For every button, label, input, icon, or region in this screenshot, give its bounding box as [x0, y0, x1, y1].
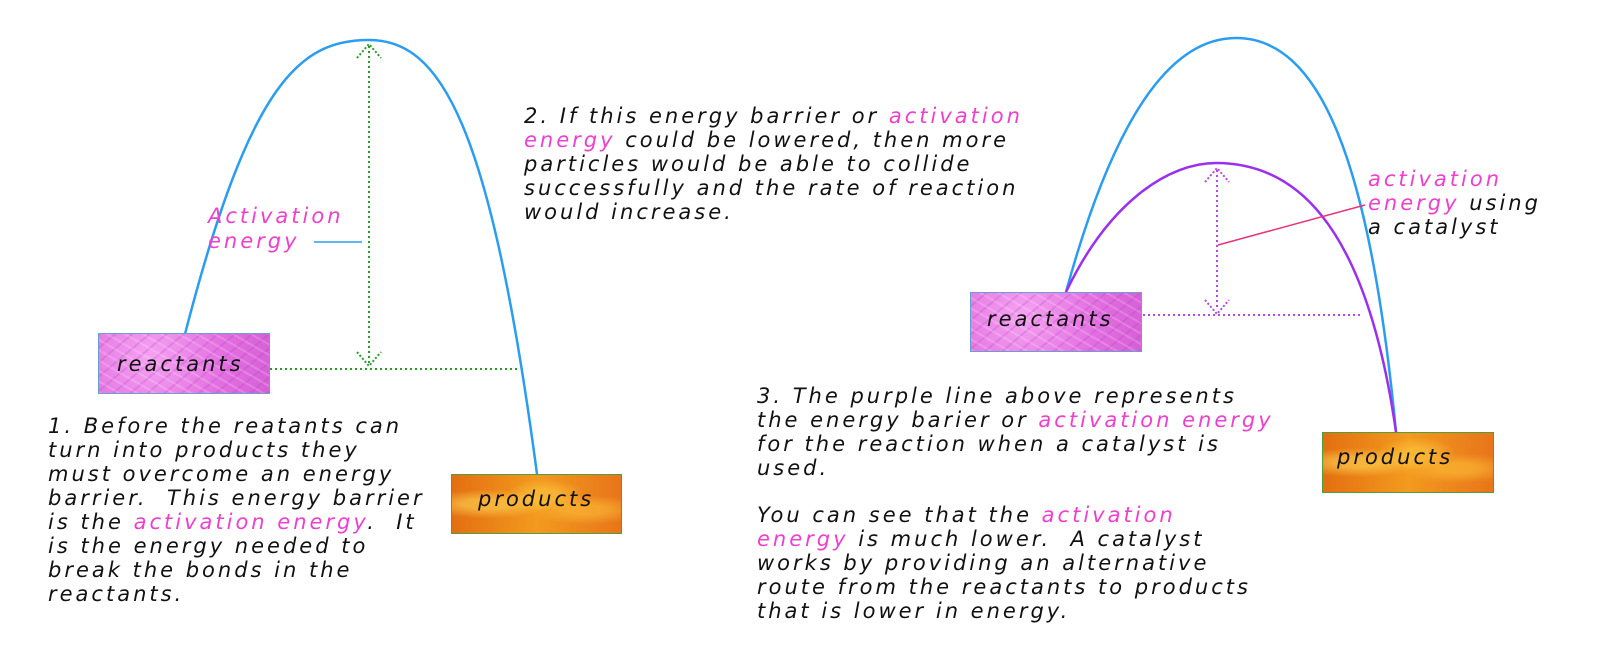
block1-line1: 1. Before the reatants can: [48, 414, 403, 438]
block4-line1-highlight: activation: [1041, 503, 1176, 527]
block4-line1: You can see that the activation: [757, 503, 1176, 527]
block2-line5: would increase.: [524, 200, 734, 224]
block2-line2: energy could be lowered, then more: [524, 128, 1009, 152]
right-products-label: products: [1337, 445, 1454, 469]
catalyst-label-pink-2: energy: [1368, 191, 1460, 215]
block1-line8: reactants.: [48, 582, 185, 606]
catalyst-label-line3: a catalyst: [1368, 215, 1501, 239]
catalyst-label-pink-1: activation: [1368, 167, 1503, 191]
catalyst-label-line1: activation: [1368, 167, 1502, 191]
block4-line2-highlight: energy: [757, 527, 849, 551]
block2-line1-highlight: activation: [888, 104, 1023, 128]
block2-line4: successfully and the rate of reaction: [524, 176, 1019, 200]
block2-line2-highlight: energy: [524, 128, 616, 152]
block4-line1-pre: You can see that the: [757, 503, 1042, 527]
block2-line2-post: could be lowered, then more: [615, 128, 1010, 152]
block1-line7: break the bonds in the: [48, 558, 353, 582]
block2-line3: particles would be able to collide: [524, 152, 973, 176]
block4-line4: route from the reactants to products: [757, 575, 1251, 599]
block1-line4: barrier. This energy barrier: [48, 486, 425, 510]
block1-line3: must overcome an energy: [48, 462, 395, 486]
block1-line6: is the energy needed to: [48, 534, 369, 558]
block2-line1-pre: 2. If this energy barrier or: [524, 104, 889, 128]
catalyst-label-rest-2: using: [1459, 191, 1541, 215]
catalyst-label-line2: energy using: [1368, 191, 1541, 215]
block3-line2-pre: the energy barier or: [757, 408, 1039, 432]
block4-line2-post: is much lower. A catalyst: [848, 527, 1205, 551]
left-reactants-label: reactants: [117, 352, 244, 376]
block4-line5: that is lower in energy.: [757, 599, 1071, 623]
block2-line1: 2. If this energy barrier or activation: [524, 104, 1023, 128]
left-activation-label-line1: Activation: [208, 204, 344, 228]
block1-line5-highlight: activation energy: [133, 510, 368, 534]
right-uncatalysed-curve: [1064, 36, 1398, 433]
block3-line2-highlight: activation energy: [1038, 408, 1274, 432]
left-arrow-head-bottom: [356, 351, 382, 368]
block3-line1: 3. The purple line above represents: [757, 384, 1237, 408]
block4-line2: energy is much lower. A catalyst: [757, 527, 1204, 551]
left-reactants-box: reactants: [98, 333, 270, 394]
left-products-box: products: [451, 474, 622, 534]
right-products-box: products: [1322, 432, 1494, 493]
left-activation-label-line2: energy: [208, 229, 300, 253]
block1-line2: turn into products they: [48, 438, 360, 462]
left-energy-curve: [183, 38, 539, 475]
right-leader-line: [1217, 204, 1366, 246]
block4-line3: works by providing an alternative: [757, 551, 1210, 575]
left-products-label: products: [478, 487, 595, 511]
block3-line2: the energy barier or activation energy: [757, 408, 1274, 432]
block3-line3: for the reaction when a catalyst is: [757, 432, 1221, 456]
right-reactants-box: reactants: [970, 292, 1142, 352]
right-catalysed-curve: [1064, 161, 1398, 433]
right-reactants-label: reactants: [987, 307, 1114, 331]
block1-line5-post: . It: [367, 510, 417, 534]
block1-line5-pre: is the: [48, 510, 134, 534]
block1-line5: is the activation energy. It: [48, 510, 417, 534]
block3-line4: used.: [757, 456, 830, 480]
